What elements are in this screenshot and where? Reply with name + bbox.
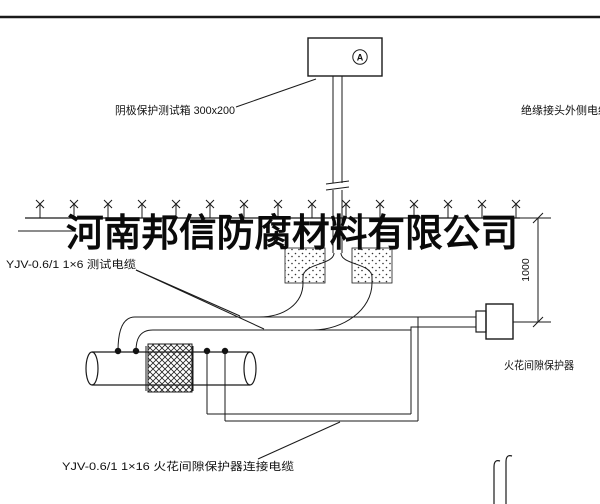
test-box-outline [307, 37, 383, 77]
ammeter-letter: A [357, 53, 364, 63]
pipe-break-icon [325, 180, 350, 191]
watermark-text: 河南邦信防腐材料有限公司 [66, 213, 518, 255]
test-box [307, 37, 383, 77]
foundation-block-left [284, 247, 326, 284]
insulated-joint-cable-label: 绝缘接头外侧电缆 [521, 103, 600, 117]
conduit [325, 76, 350, 253]
dimension-value: 1000 [520, 258, 532, 282]
dimension-1000 [513, 212, 551, 328]
test-box-label: 阴极保护测试箱 300x200 [115, 103, 235, 117]
dimension-tick-icon [532, 212, 544, 328]
leader-lines [135, 78, 341, 460]
spark-gap-cable-label: YJV-0.6/1 1×16 火花间隙保护器连接电缆 [62, 459, 294, 473]
insulating-joint [145, 343, 194, 393]
underground-test-cables [258, 252, 373, 331]
pipe-riser-symbol [493, 455, 513, 504]
cable-runs [117, 316, 476, 422]
ammeter-circle-icon [352, 49, 368, 65]
spark-gap-protector-label: 火花间隙保护器 [504, 358, 574, 372]
spark-gap-protector [475, 303, 514, 340]
test-cable-label: YJV-0.6/1 1×6 测试电缆 [6, 258, 136, 271]
